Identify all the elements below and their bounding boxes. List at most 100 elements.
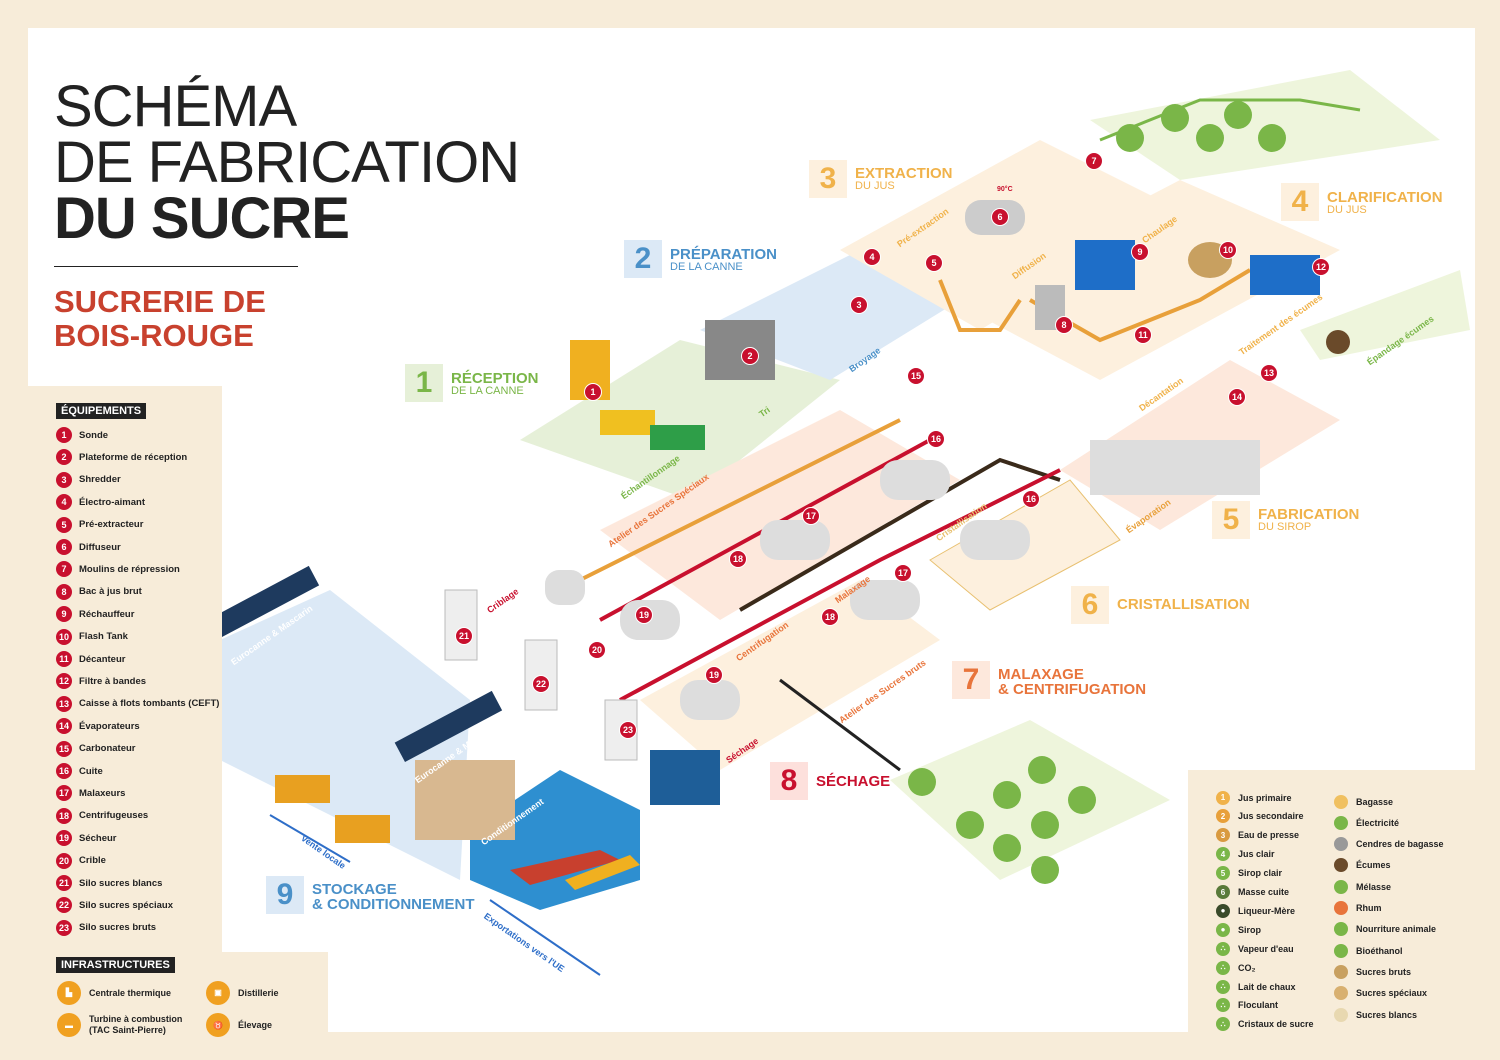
tanker-ship [565, 855, 640, 890]
equipment-label: Cuite [79, 765, 103, 777]
equipment-number-badge: 6 [56, 539, 72, 555]
byproduct-label: Cendres de bagasse [1356, 839, 1444, 850]
equipment-badge-4: 4 [863, 248, 881, 266]
equipment-badge-3: 3 [850, 296, 868, 314]
flow-label: Jus primaire [1238, 792, 1292, 803]
stage-2-sub: DE LA CANNE [670, 261, 743, 273]
byproduct-row: Sucres blancs [1334, 1007, 1417, 1022]
infrastructure-heading: INFRASTRUCTURES [56, 957, 175, 973]
byproduct-label: Nourriture animale [1356, 924, 1437, 935]
equipment-number-badge: 13 [56, 695, 72, 712]
equipment-number-badge: 8 [56, 583, 72, 600]
byproduct-label: Bioéthanol [1356, 945, 1403, 956]
equipment-number-badge: 3 [56, 471, 72, 488]
flow-label: Jus secondaire [1238, 811, 1304, 822]
silo-white [444, 589, 478, 661]
infra-row-centrale: ▙ Centrale thermique [57, 980, 171, 1005]
cooker-1 [880, 460, 950, 500]
stage-7-title-2: & CENTRIFUGATION [998, 681, 1147, 698]
byproduct-label: Bagasse [1356, 796, 1394, 807]
energy-co2 [1224, 101, 1252, 129]
byproduct-icon [1334, 794, 1348, 809]
title-line-2: DE FABRICATION [54, 130, 520, 195]
flow-icon: ∴ [1216, 979, 1230, 994]
byproduct-icon [1334, 922, 1348, 937]
equipment-label: Réchauffeur [79, 608, 135, 620]
equipment-number-badge: 22 [56, 897, 72, 914]
byproduct-label: Sucres bruts [1356, 966, 1412, 977]
belt-filter [1250, 255, 1320, 295]
equipment-badge-13: 13 [1260, 364, 1278, 382]
equipment-label: Centrifugeuses [79, 810, 149, 822]
flow-row: ●Sirop [1216, 922, 1261, 937]
equipment-label: Carbonateur [79, 743, 136, 755]
zone-specialty [600, 410, 960, 620]
stage-7-title: MALAXAGE [998, 666, 1084, 683]
equipment-number-badge: 20 [56, 852, 72, 869]
flow-icon: 4 [1216, 847, 1230, 862]
equipment-row: 18 Centrifugeuses [56, 807, 149, 824]
cargo-ship [510, 850, 620, 885]
equipment-label: Évaporateurs [79, 720, 140, 732]
equipment-number-badge: 2 [56, 449, 72, 466]
equipment-number-badge: 18 [56, 807, 72, 824]
title-line-1: SCHÉMA [54, 74, 297, 139]
stage-9-title: STOCKAGE [312, 881, 397, 898]
byproduct-row: Rhum [1334, 901, 1382, 916]
temperature-label: 90°C [997, 186, 1013, 193]
byproduct-row: Bagasse [1334, 794, 1393, 809]
equipment-badge-19: 19 [635, 606, 653, 624]
energy-turbine [1196, 124, 1224, 152]
equipment-label: Sécheur [79, 832, 117, 844]
flow-label: Lait de chaux [1238, 981, 1296, 992]
arrow-export [489, 899, 601, 976]
infra-row-distillerie: ▣ Distillerie [206, 980, 279, 1005]
byproduct-icon [1334, 1007, 1348, 1022]
flow-row: ∴ Lait de chaux [1216, 979, 1296, 994]
byproduct-icon [1334, 943, 1348, 958]
stage-5-number: 5 [1212, 501, 1250, 539]
byproduct-power [1031, 856, 1059, 884]
scum-pile [1326, 330, 1350, 354]
zone-energy [1090, 70, 1440, 180]
flow-row: ∴Vapeur d'eau [1216, 941, 1294, 956]
infra-row-turbine: ▬ Turbine à combustion(TAC Saint-Pierre) [57, 1012, 182, 1038]
equipment-label: Bac à jus brut [79, 586, 142, 598]
byproduct-turbine [993, 834, 1021, 862]
equipment-number-badge: 16 [56, 763, 72, 779]
flow-icon: 5 [1216, 866, 1230, 881]
byproduct-icon [1334, 815, 1348, 830]
flow-label: Liqueur-Mère [1238, 905, 1296, 916]
equipment-label: Moulins de répression [79, 563, 180, 575]
equipment-badge-9: 9 [1131, 243, 1149, 261]
equipment-badge-11: 11 [1134, 326, 1152, 344]
equipment-label: Pré-extracteur [79, 519, 144, 531]
equipment-badge-5: 5 [925, 254, 943, 272]
distillery-icon: ▣ [206, 980, 230, 1005]
flow-label: CO₂ [1238, 962, 1256, 973]
cooker-2 [960, 520, 1030, 560]
stage-6-title: CRISTALLISATION [1117, 596, 1250, 613]
stage-5-sub: DU SIROP [1258, 521, 1312, 533]
equipment-label: Flash Tank [79, 631, 128, 643]
equipment-badge-20: 20 [588, 641, 606, 659]
byproduct-label: Sucres blancs [1356, 1009, 1418, 1020]
stage-6-number: 6 [1071, 586, 1109, 624]
stage-2-title: PRÉPARATION [670, 246, 777, 263]
equipment-badge-14: 14 [1228, 388, 1246, 406]
byproduct-icon [1334, 901, 1348, 915]
flows-legend-panel [1188, 770, 1475, 1032]
stage-4-number: 4 [1281, 183, 1319, 221]
byproduct-row: Bioéthanol [1334, 943, 1403, 958]
flow-row: ∴Floculant [1216, 998, 1278, 1013]
stage-1-title: RÉCEPTION [451, 370, 539, 387]
cane-truck-2 [650, 425, 705, 450]
pipe-masse [619, 468, 1061, 702]
equipment-number-badge: 7 [56, 561, 72, 578]
